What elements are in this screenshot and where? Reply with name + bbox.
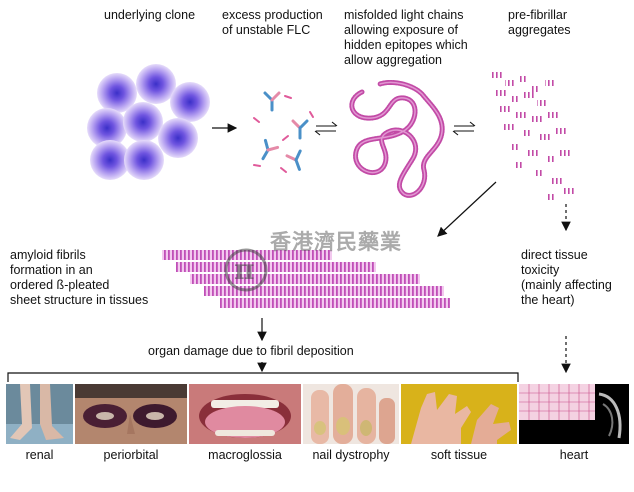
label-prefibrillar: pre-fibrillar aggregates — [508, 8, 571, 37]
equilibrium-arrows-2 — [452, 121, 476, 136]
arrow-to-fibrils — [437, 181, 497, 237]
watermark-logo — [224, 248, 268, 292]
caption-macroglossia: macroglossia — [208, 448, 282, 462]
watermark-symbol: π — [234, 253, 255, 286]
label-excess-production: excess production of unstable FLC — [222, 8, 323, 37]
legs-edema-photo — [6, 384, 73, 444]
watermark-text: 香港濟民藥業 — [270, 230, 402, 254]
caption-periorbital: periorbital — [103, 448, 159, 462]
caption-soft-tissue: soft tissue — [430, 448, 488, 462]
periorbital-purpura-photo — [75, 384, 187, 444]
flc-molecules — [253, 91, 314, 173]
label-organ-damage: organ damage due to fibril deposition — [148, 344, 354, 358]
ecg-echo-photo — [519, 384, 629, 444]
equilibrium-arrows-1 — [314, 121, 338, 136]
misfolded-light-chains — [349, 79, 445, 198]
amyloid-fibril-sheets — [162, 250, 450, 308]
label-misfolded: misfolded light chains allowing exposure… — [344, 8, 468, 67]
prefibrillar-aggregates — [492, 72, 574, 200]
organ-bracket — [7, 362, 519, 382]
enlarged-tongue-photo — [189, 384, 301, 444]
label-direct-toxicity: direct tissue toxicity (mainly affecting… — [521, 248, 612, 307]
label-amyloid-fibrils: amyloid fibrils formation in an ordered … — [10, 248, 149, 307]
caption-nail-dystrophy: nail dystrophy — [312, 448, 390, 462]
label-underlying-clone: underlying clone — [104, 8, 196, 22]
hands-soft-tissue-photo — [401, 384, 517, 444]
clone-cells — [87, 64, 210, 180]
nail-dystrophy-photo — [303, 384, 399, 444]
caption-heart: heart — [559, 448, 589, 462]
caption-renal: renal — [25, 448, 54, 462]
